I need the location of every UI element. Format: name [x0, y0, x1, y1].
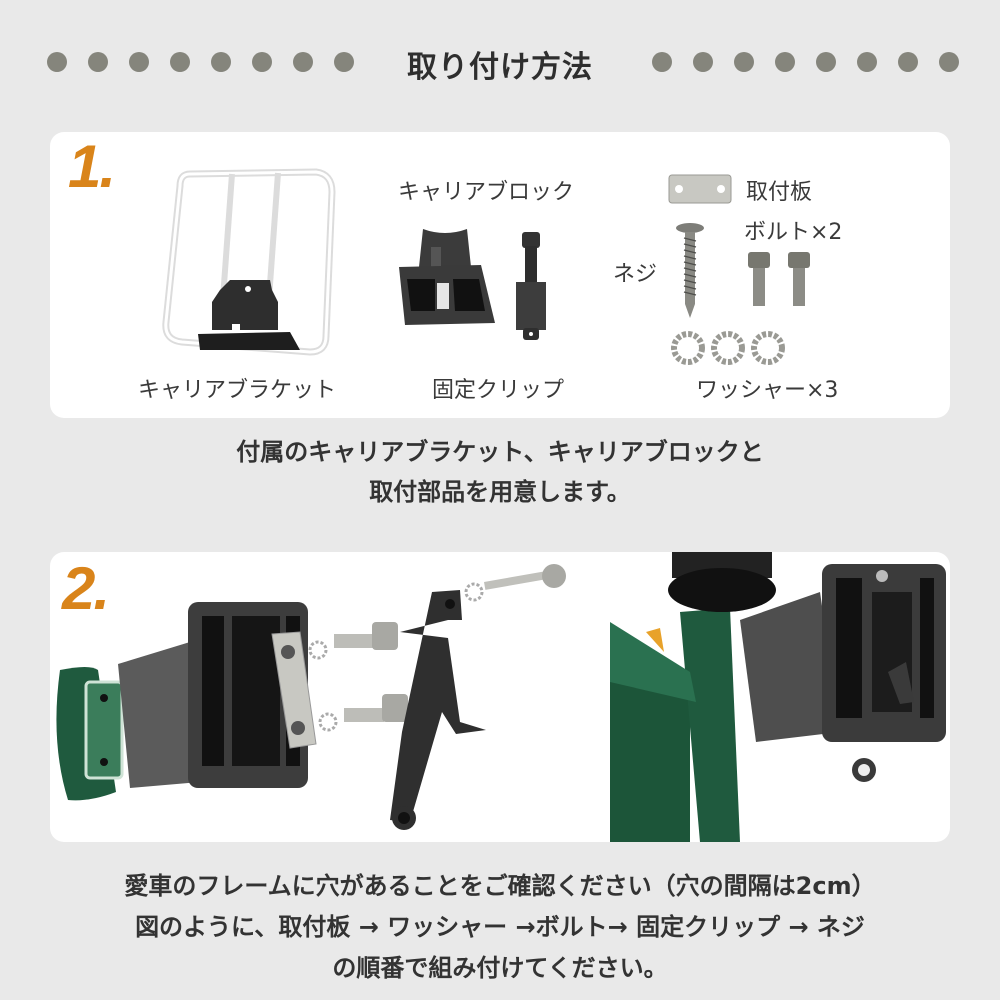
- dot: [170, 52, 190, 72]
- decorative-dots-left: [47, 52, 354, 72]
- dot: [47, 52, 67, 72]
- bolts-label: ボルト×2: [744, 220, 843, 245]
- mounting-plate-label: 取付板: [746, 180, 813, 205]
- installed-result-image: [610, 552, 946, 842]
- dot: [816, 52, 836, 72]
- step1-card: 1. キャリアブラケット キャリアブロック 固定クリップ 取付板 ネジ: [50, 132, 950, 418]
- dot: [129, 52, 149, 72]
- dot: [734, 52, 754, 72]
- mounting-plate-image: [668, 174, 732, 204]
- exploded-assembly-image: [56, 564, 566, 830]
- step1-caption-line2: 取付部品を用意します。: [369, 478, 631, 506]
- decorative-dots-right: [652, 52, 959, 72]
- step2-caption: 愛車のフレームに穴があることをご確認ください（穴の間隔は2cm） 図のように、取…: [0, 866, 1000, 989]
- washers-label: ワッシャー×3: [696, 378, 839, 403]
- carrier-block-image: [399, 229, 495, 325]
- dot: [252, 52, 272, 72]
- dot: [939, 52, 959, 72]
- section-header: 取り付け方法: [0, 38, 1000, 88]
- step2-number: 2.: [62, 555, 110, 622]
- fixing-clip-label: 固定クリップ: [432, 378, 565, 403]
- step2-caption-line3: の順番で組み付けてください。: [332, 954, 668, 982]
- bolts-image: [748, 252, 810, 306]
- screw-label: ネジ: [613, 262, 658, 287]
- step2-caption-line1: 愛車のフレームに穴があることをご確認ください（穴の間隔は2cm）: [124, 872, 876, 900]
- step1-caption-line1: 付属のキャリアブラケット、キャリアブロックと: [236, 438, 764, 466]
- fixing-clip-image: [516, 232, 546, 340]
- step1-caption: 付属のキャリアブラケット、キャリアブロックと 取付部品を用意します。: [0, 432, 1000, 512]
- step2-caption-line2: 図のように、取付板 → ワッシャー →ボルト→ 固定クリップ → ネジ: [135, 913, 865, 941]
- dot: [693, 52, 713, 72]
- carrier-bracket-label: キャリアブラケット: [138, 378, 337, 403]
- carrier-block-label: キャリアブロック: [398, 180, 575, 205]
- dot: [211, 52, 231, 72]
- screw-image: [676, 223, 704, 318]
- page-title: 取り付け方法: [407, 50, 593, 85]
- dot: [88, 52, 108, 72]
- washers-image: [671, 331, 785, 365]
- step2-card: 2.: [50, 552, 950, 842]
- dot: [775, 52, 795, 72]
- step1-number: 1.: [68, 133, 116, 200]
- dot: [652, 52, 672, 72]
- dot: [334, 52, 354, 72]
- dot: [293, 52, 313, 72]
- dot: [898, 52, 918, 72]
- dot: [857, 52, 877, 72]
- carrier-bracket-image: [162, 168, 336, 356]
